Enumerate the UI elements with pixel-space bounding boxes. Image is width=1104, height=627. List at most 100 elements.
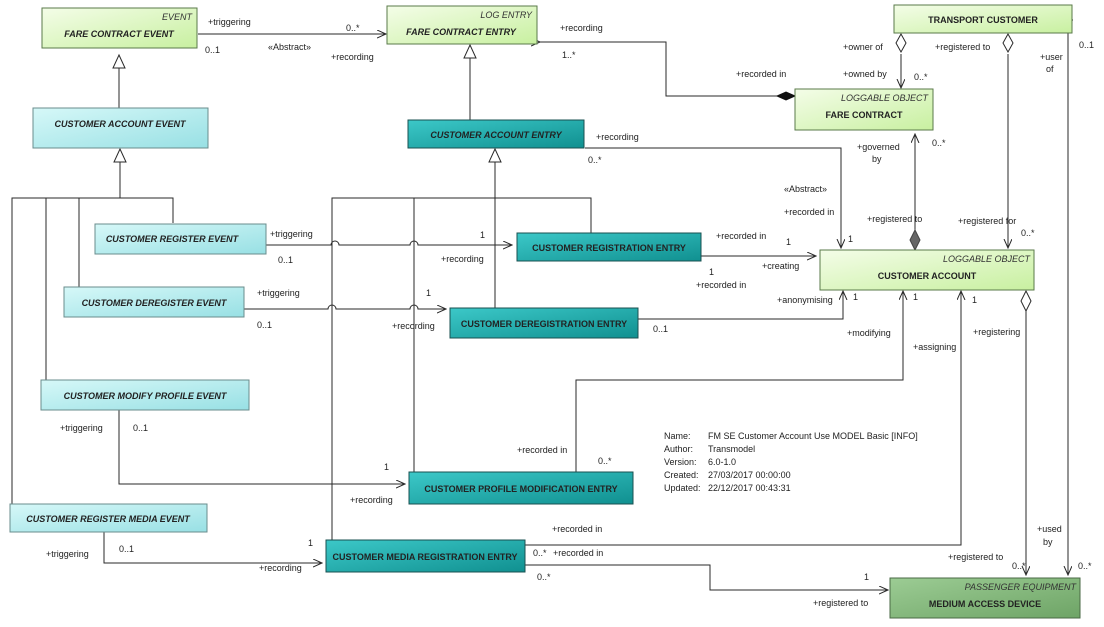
multiplicity-label: 1 (709, 267, 714, 277)
multiplicity-label: 1 (972, 295, 977, 305)
role-label: by (1043, 537, 1053, 547)
class-fare-contract-entry[interactable]: LOG ENTRY FARE CONTRACT ENTRY (386, 5, 538, 45)
class-customer-register-event[interactable]: CUSTOMER REGISTER EVENT (94, 223, 267, 255)
note-key: Name: (664, 431, 691, 441)
role-label: +triggering (270, 229, 313, 239)
class-customer-profile-modification-entry[interactable]: CUSTOMER PROFILE MODIFICATION ENTRY (408, 471, 634, 505)
multiplicity-label: 0..* (588, 155, 602, 165)
svg-text:CUSTOMER REGISTER MEDIA EVENT: CUSTOMER REGISTER MEDIA EVENT (26, 514, 191, 524)
role-label: +recorded in (552, 524, 602, 534)
multiplicity-label: 0..* (346, 23, 360, 33)
multiplicity-label: 1 (864, 572, 869, 582)
multiplicity-label: 0..1 (119, 544, 134, 554)
class-customer-account-event[interactable]: CUSTOMER ACCOUNT EVENT (32, 107, 209, 149)
multiplicity-label: 1 (913, 292, 918, 302)
multiplicity-label: 0..1 (653, 324, 668, 334)
multiplicity-label: 1 (853, 292, 858, 302)
note-key: Updated: (664, 483, 701, 493)
role-label: +registered to (935, 42, 990, 52)
role-label: +recorded in (736, 69, 786, 79)
role-label: +registering (973, 327, 1020, 337)
class-customer-media-registration-entry[interactable]: CUSTOMER MEDIA REGISTRATION ENTRY (325, 539, 526, 573)
class-transport-customer[interactable]: TRANSPORT CUSTOMER (893, 4, 1073, 34)
svg-text:LOG ENTRY: LOG ENTRY (480, 10, 533, 20)
svg-text:EVENT: EVENT (162, 12, 194, 22)
multiplicity-label: 1 (426, 288, 431, 298)
class-medium-access-device[interactable]: PASSENGER EQUIPMENT MEDIUM ACCESS DEVICE (889, 577, 1081, 619)
role-label: +recorded in (716, 231, 766, 241)
class-fare-contract-event[interactable]: EVENT FARE CONTRACT EVENT (41, 7, 198, 49)
multiplicity-label: 1 (848, 234, 853, 244)
class-customer-deregister-event[interactable]: CUSTOMER DEREGISTER EVENT (63, 286, 245, 318)
note-value: 6.0-1.0 (708, 457, 736, 467)
note-value: 22/12/2017 00:43:31 (708, 483, 791, 493)
class-fare-contract[interactable]: LOGGABLE OBJECT FARE CONTRACT (794, 88, 934, 131)
role-label: +recording (350, 495, 393, 505)
role-label: +recording (596, 132, 639, 142)
note-key: Created: (664, 470, 699, 480)
multiplicity-label: 0..1 (278, 255, 293, 265)
multiplicity-label: 0..1 (205, 45, 220, 55)
svg-text:CUSTOMER MODIFY PROFILE EVENT: CUSTOMER MODIFY PROFILE EVENT (64, 391, 228, 401)
note-value: FM SE Customer Account Use MODEL Basic [… (708, 431, 918, 441)
multiplicity-label: 0..* (914, 72, 928, 82)
note-key: Author: (664, 444, 693, 454)
multiplicity-label: 1 (308, 538, 313, 548)
multiplicity-label: 0..* (537, 572, 551, 582)
role-label: +recording (331, 52, 374, 62)
role-label: +recording (560, 23, 603, 33)
svg-text:CUSTOMER REGISTER EVENT: CUSTOMER REGISTER EVENT (106, 234, 240, 244)
role-label: +registered to (813, 598, 868, 608)
role-label: by (872, 154, 882, 164)
svg-text:CUSTOMER ACCOUNT: CUSTOMER ACCOUNT (878, 271, 977, 281)
note-value: Transmodel (708, 444, 755, 454)
multiplicity-label: 1..* (562, 50, 576, 60)
role-label: +triggering (257, 288, 300, 298)
role-label: +registered to (948, 552, 1003, 562)
multiplicity-label: 0..* (598, 456, 612, 466)
class-customer-register-media-event[interactable]: CUSTOMER REGISTER MEDIA EVENT (9, 503, 208, 533)
stereotype-label: «Abstract» (268, 42, 311, 52)
multiplicity-label: 0..* (1078, 561, 1092, 571)
role-label: +registered to (867, 214, 922, 224)
role-label: +recorded in (553, 548, 603, 558)
multiplicity-label: 0..* (1021, 228, 1035, 238)
svg-text:MEDIUM ACCESS DEVICE: MEDIUM ACCESS DEVICE (929, 599, 1041, 609)
role-label: of (1046, 64, 1054, 74)
multiplicity-label: 0..1 (133, 423, 148, 433)
svg-text:FARE CONTRACT EVENT: FARE CONTRACT EVENT (64, 29, 175, 39)
role-label: +governed (857, 142, 900, 152)
multiplicity-label: 1 (786, 237, 791, 247)
class-customer-account-entry[interactable]: CUSTOMER ACCOUNT ENTRY (407, 119, 585, 149)
svg-text:CUSTOMER ACCOUNT ENTRY: CUSTOMER ACCOUNT ENTRY (430, 130, 562, 140)
role-label: +triggering (208, 17, 251, 27)
svg-text:LOGGABLE OBJECT: LOGGABLE OBJECT (841, 93, 930, 103)
svg-text:CUSTOMER MEDIA REGISTRATION EN: CUSTOMER MEDIA REGISTRATION ENTRY (332, 552, 517, 562)
stereotype-label: «Abstract» (784, 184, 827, 194)
class-customer-registration-entry[interactable]: CUSTOMER REGISTRATION ENTRY (516, 232, 702, 262)
role-label: +recorded in (784, 207, 834, 217)
role-label: +modifying (847, 328, 891, 338)
multiplicity-label: 0..* (932, 138, 946, 148)
svg-text:CUSTOMER DEREGISTRATION ENTRY: CUSTOMER DEREGISTRATION ENTRY (461, 319, 627, 329)
class-customer-deregistration-entry[interactable]: CUSTOMER DEREGISTRATION ENTRY (449, 307, 639, 339)
svg-text:PASSENGER EQUIPMENT: PASSENGER EQUIPMENT (965, 582, 1078, 592)
edge-labels: +triggering 0..* 0..1 «Abstract» +record… (46, 17, 1094, 608)
multiplicity-label: 0..1 (257, 320, 272, 330)
class-customer-account[interactable]: LOGGABLE OBJECT CUSTOMER ACCOUNT (819, 249, 1035, 291)
multiplicity-label: 1 (480, 230, 485, 240)
role-label: +owned by (843, 69, 887, 79)
class-customer-modify-profile-event[interactable]: CUSTOMER MODIFY PROFILE EVENT (40, 379, 250, 411)
role-label: +used (1037, 524, 1062, 534)
svg-text:FARE CONTRACT: FARE CONTRACT (826, 110, 903, 120)
svg-text:FARE CONTRACT ENTRY: FARE CONTRACT ENTRY (406, 27, 517, 37)
note-value: 27/03/2017 00:00:00 (708, 470, 791, 480)
multiplicity-label: 1 (384, 462, 389, 472)
svg-text:LOGGABLE OBJECT: LOGGABLE OBJECT (943, 254, 1032, 264)
role-label: +recording (259, 563, 302, 573)
role-label: +recording (441, 254, 484, 264)
role-label: +triggering (60, 423, 103, 433)
multiplicity-label: 0..1 (1079, 40, 1094, 50)
role-label: +user (1040, 52, 1063, 62)
